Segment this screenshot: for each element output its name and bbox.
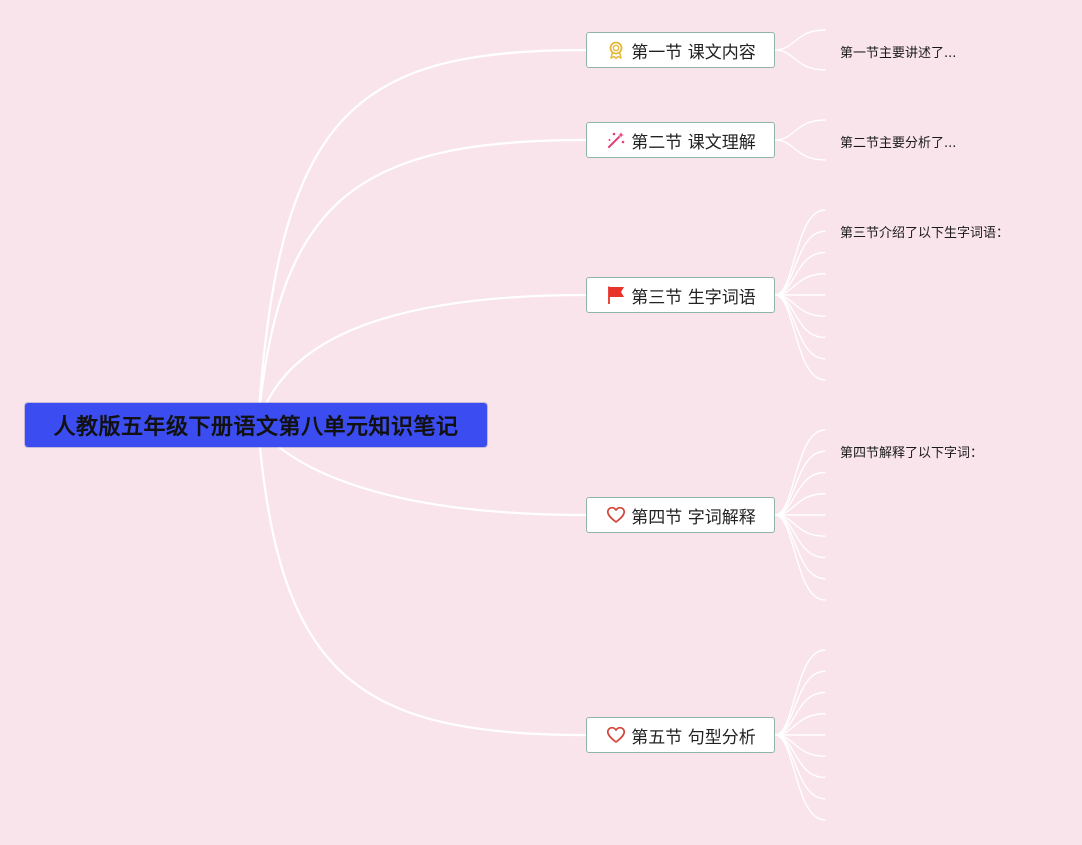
section-4-summary[interactable]: 第四节解释了以下字词： [840, 446, 984, 461]
section-node-3[interactable]: 第三节 生字词语 [586, 277, 775, 313]
section-node-5[interactable]: 第五节 句型分析 [586, 717, 775, 753]
section-leaf-connector [774, 429, 826, 516]
section-leaf-connector [774, 209, 826, 296]
section-leaf-connector [774, 139, 826, 161]
section-3-summary[interactable]: 第三节介绍了以下生字词语： [840, 226, 1010, 241]
section-label: 第三节 生字词语 [631, 287, 756, 308]
section-leaf-connector [774, 230, 826, 296]
section-leaf-connector [774, 294, 826, 381]
magic-wand-sparkle-icon [605, 129, 627, 151]
section-label: 第五节 句型分析 [631, 727, 756, 748]
section-node-2[interactable]: 第二节 课文理解 [586, 122, 775, 158]
section-2-summary[interactable]: 第二节主要分析了... [840, 136, 957, 151]
heart-outline-icon [605, 724, 627, 746]
section-label: 第四节 字词解释 [631, 507, 756, 528]
section-label: 第二节 课文理解 [631, 132, 756, 153]
red-flag-icon [605, 284, 627, 306]
root-topic[interactable]: 人教版五年级下册语文第八单元知识笔记 [25, 403, 487, 447]
section-node-1[interactable]: 第一节 课文内容 [586, 32, 775, 68]
root-to-section-connector [256, 293, 588, 427]
section-leaf-connector [774, 649, 826, 736]
section-leaf-connector [774, 49, 826, 71]
section-label: 第一节 课文内容 [631, 42, 756, 63]
root-to-section-connector [256, 48, 588, 427]
section-node-4[interactable]: 第四节 字词解释 [586, 497, 775, 533]
section-leaf-connector [774, 29, 826, 51]
heart-outline-icon [605, 504, 627, 526]
section-1-summary[interactable]: 第一节主要讲述了... [840, 46, 957, 61]
root-topic-label: 人教版五年级下册语文第八单元知识笔记 [53, 415, 459, 440]
section-leaf-connector [774, 514, 826, 601]
section-leaf-connector [774, 119, 826, 141]
section-leaf-connector [774, 670, 826, 736]
section-leaf-connector [774, 450, 826, 516]
award-ribbon-icon [605, 39, 627, 61]
root-to-section-connector [256, 138, 588, 427]
section-leaf-connector [774, 734, 826, 821]
root-to-section-connector [256, 423, 588, 737]
